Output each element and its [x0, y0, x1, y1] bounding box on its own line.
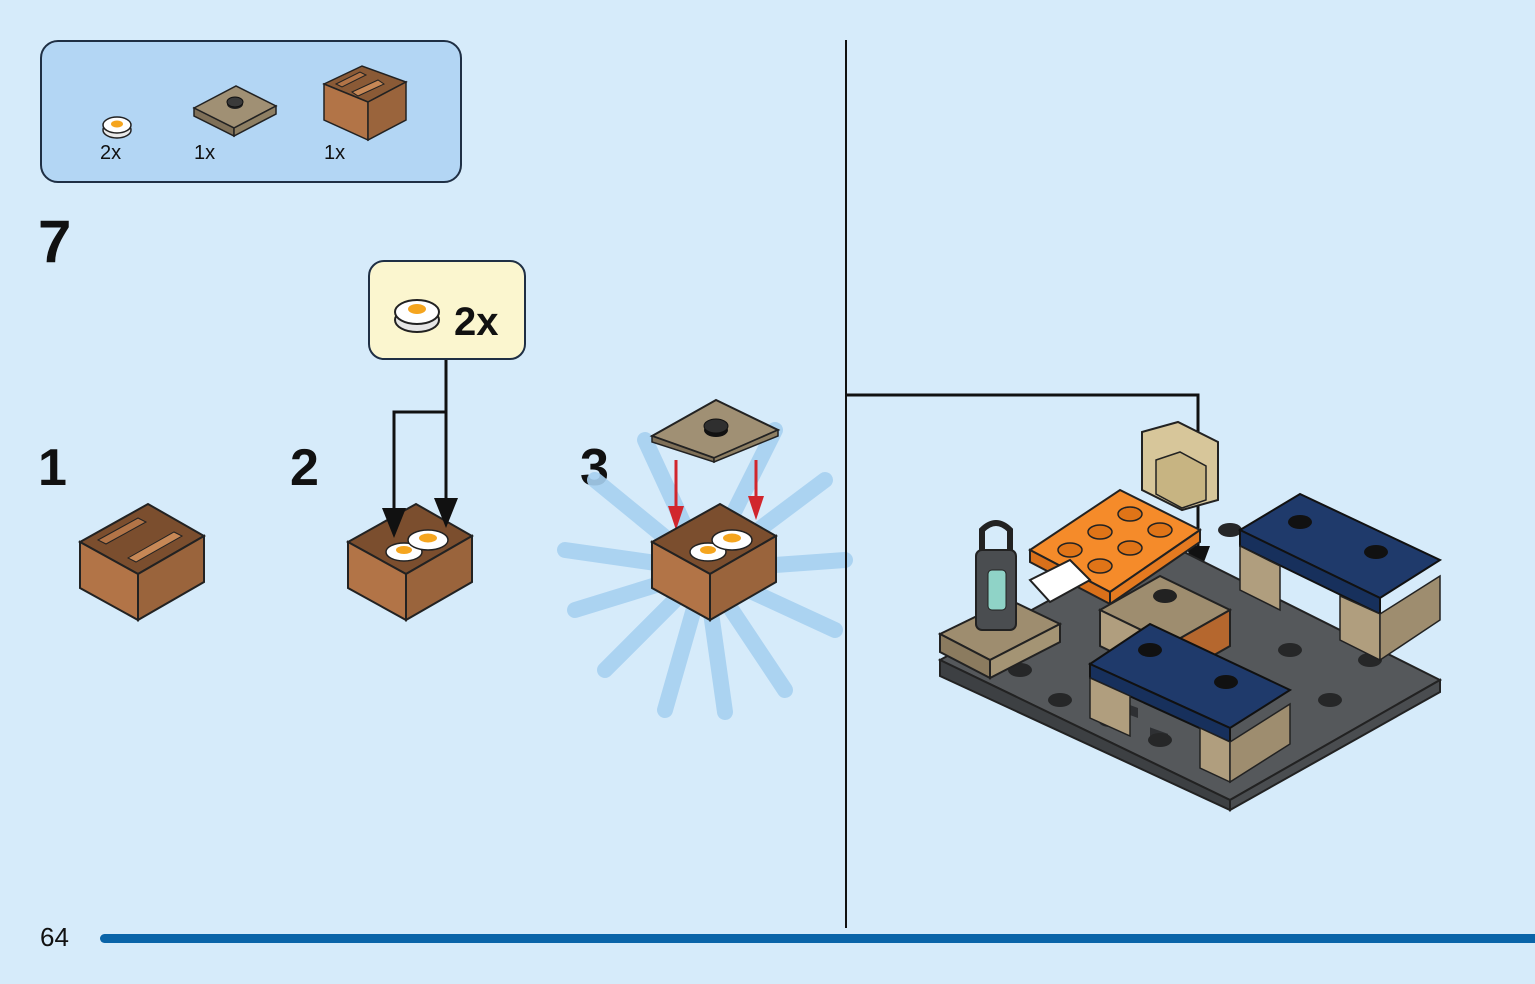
- round-tile-fried-egg-icon: [102, 116, 132, 139]
- page-divider: [845, 40, 847, 928]
- parts-list-box: 2x 1x 1x: [40, 40, 462, 183]
- substep-number: 2: [290, 439, 319, 497]
- box-2x2-icon: [322, 65, 408, 142]
- part-qty: 2x: [100, 142, 122, 164]
- part-qty: 1x: [324, 142, 346, 164]
- page-number: 64: [40, 922, 69, 952]
- box-with-eggs-illustration: [649, 502, 779, 622]
- substep-number: 1: [38, 439, 67, 497]
- callout-box: 2x: [368, 260, 526, 360]
- round-tile-fried-egg-icon: [394, 299, 440, 333]
- model-assembly-illustration: [937, 420, 1443, 812]
- red-placement-arrows: [668, 460, 764, 530]
- callout-qty: 2x: [454, 300, 499, 344]
- box-with-eggs-illustration: [345, 502, 475, 622]
- plate-2x2-jumper-icon: [192, 85, 278, 138]
- box-2x2-illustration: [77, 502, 207, 622]
- page-footer-bar: [100, 934, 1535, 943]
- part-qty: 1x: [194, 142, 216, 164]
- plate-2x2-jumper-illustration: [649, 398, 781, 464]
- step-number: 7: [38, 208, 72, 275]
